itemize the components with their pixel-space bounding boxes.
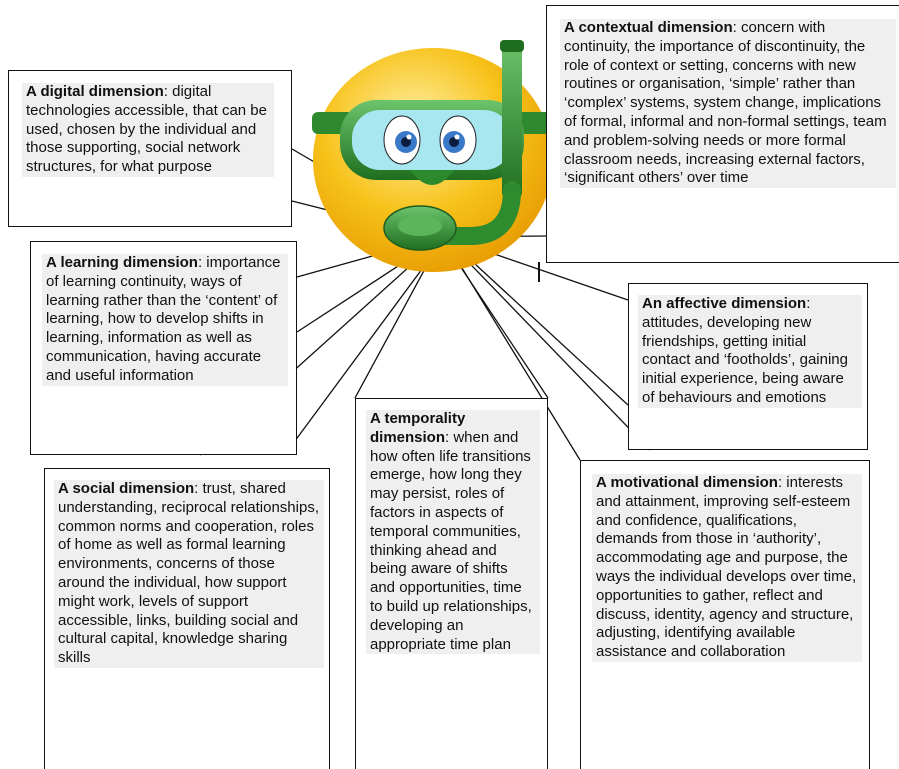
temporality-dimension-text: A temporality dimension: when and how of…	[366, 410, 540, 655]
connector-affective-2	[448, 239, 629, 406]
learning-dimension-text: A learning dimension: importance of lear…	[42, 254, 288, 386]
connector-social-2	[285, 241, 443, 454]
connector-motivational	[445, 241, 581, 461]
mask-glass	[352, 110, 512, 170]
connector-motivational-2	[447, 240, 651, 451]
digital-dimension-text: A digital dimension: digital technologie…	[22, 83, 274, 177]
snorkel-tube	[502, 40, 522, 200]
affective-dimension-text: An affective dimension: attitudes, devel…	[638, 295, 862, 408]
social-dimension-text: A social dimension: trust, shared unders…	[54, 480, 324, 668]
mask-nose	[410, 170, 454, 185]
motivational-dimension-text: A motivational dimension: interests and …	[592, 474, 862, 662]
text-cursor	[538, 262, 540, 282]
contextual-dimension-text: A contextual dimension: concern with con…	[560, 19, 896, 189]
